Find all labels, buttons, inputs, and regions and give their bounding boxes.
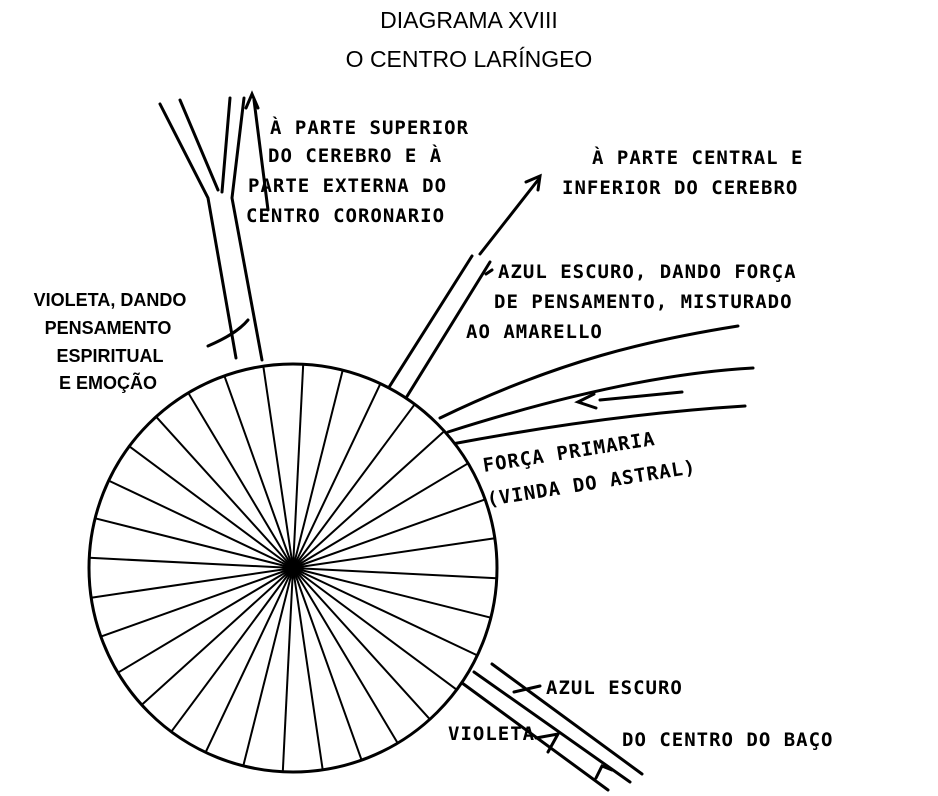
label-primary-force: FORÇA PRIMARIA (VINDA DO ASTRAL) <box>481 428 697 511</box>
lower-channel-middle <box>472 670 632 784</box>
channel-lines <box>158 90 755 792</box>
violet-channel-right-edge <box>230 96 264 362</box>
wheel-spoke <box>292 567 497 580</box>
diagram-subtitle: O CENTRO LARÍNGEO <box>345 46 593 72</box>
wheel-spoke <box>292 403 416 569</box>
label-top-left-line-1: À PARTE SUPERIOR <box>270 116 469 139</box>
wheel-spoke <box>281 567 294 772</box>
wheel-spoke <box>108 479 294 569</box>
wheel-spoke <box>292 567 399 744</box>
lower-channel-arrowhead <box>594 764 614 780</box>
wheel-spoke <box>292 430 445 569</box>
wheel-spoke <box>292 383 382 569</box>
primary-force-arrow <box>598 390 684 402</box>
wheel-spoke <box>141 567 294 706</box>
label-dark-blue-yellow-line-3: AO AMARELLO <box>466 321 603 343</box>
dark-blue-pointer <box>512 684 542 694</box>
wheel-spoke <box>292 567 492 619</box>
label-violet-left-line-1: VIOLETA, DANDO <box>34 290 187 310</box>
diagram-title: DIAGRAMA XVIII <box>380 7 558 33</box>
label-violet-left-line-3: ESPIRITUAL <box>56 346 163 366</box>
label-dark-blue-yellow: AZUL ESCURO, DANDO FORÇA DE PENSAMENTO, … <box>466 261 797 343</box>
wheel-centre <box>285 560 301 576</box>
dark-blue-yellow-pointer <box>484 268 494 276</box>
violet-channel-arrow <box>244 90 260 110</box>
wheel-spoke <box>292 567 324 770</box>
wheel-spoke <box>155 416 294 569</box>
label-dark-blue-yellow-line-2: DE PENSAMENTO, MISTURADO <box>494 291 793 313</box>
wheel-spoke <box>292 567 458 691</box>
upper-right-thin-line <box>478 178 540 256</box>
violet-channel-left-edge <box>158 102 238 360</box>
lower-channel-outer <box>456 678 610 792</box>
wheel-spoke <box>262 366 294 569</box>
label-dark-blue: AZUL ESCURO <box>546 677 683 699</box>
primary-force-curve-3 <box>450 404 747 446</box>
force-wheel <box>87 362 499 774</box>
wheel-spoke <box>292 369 344 569</box>
wheel-spoke <box>204 567 294 753</box>
wheel-spoke <box>117 567 294 674</box>
primary-force-arrowhead <box>574 392 598 410</box>
wheel-spoke <box>292 537 495 569</box>
wheel-spoke <box>91 567 294 599</box>
label-violet-left-line-4: E EMOÇÃO <box>59 372 157 393</box>
wheel-spoke <box>94 517 294 569</box>
wheel-spoke <box>292 498 486 569</box>
lower-channel-inner <box>490 662 644 776</box>
primary-force-curve-1 <box>438 324 740 420</box>
label-violet: VIOLETA <box>448 723 535 745</box>
label-top-left-line-4: CENTRO CORONARIO <box>246 205 445 227</box>
label-violet-left: VIOLETA, DANDO PENSAMENTO ESPIRITUAL E E… <box>34 290 187 393</box>
label-top-left-line-3: PARTE EXTERNA DO <box>248 175 447 197</box>
label-top-right-line-2: INFERIOR DO CEREBRO <box>562 177 798 199</box>
label-top-left-line-2: DO CEREBRO E À <box>268 144 442 167</box>
violet-lower-pointer <box>534 731 561 754</box>
wheel-spoke <box>89 556 294 569</box>
upper-right-arrowhead <box>524 173 542 192</box>
wheel-spoke <box>292 567 363 761</box>
wheel-spoke <box>242 567 294 767</box>
wheel-spoke <box>292 364 305 569</box>
label-top-right-line-1: À PARTE CENTRAL E <box>592 146 803 169</box>
label-dark-blue-yellow-line-1: AZUL ESCURO, DANDO FORÇA <box>498 261 797 283</box>
violet-channel-fork-inner <box>220 96 232 194</box>
wheel-spoke <box>128 445 294 569</box>
wheel-spokes <box>89 364 497 772</box>
upper-right-channel-right <box>404 260 492 400</box>
wheel-spoke <box>292 462 469 569</box>
wheel-spoke <box>170 567 294 733</box>
upper-right-channel-left <box>384 254 474 394</box>
label-top-left: À PARTE SUPERIOR DO CEREBRO E À PARTE EX… <box>246 116 469 227</box>
wheel-spoke <box>292 567 431 720</box>
wheel-spoke <box>223 375 294 569</box>
wheel-spoke <box>187 392 294 569</box>
wheel-spoke <box>292 567 478 657</box>
label-violet-left-line-2: PENSAMENTO <box>45 318 172 338</box>
violet-channel-top-pointer <box>252 98 270 212</box>
violet-channel-fork-outer <box>178 98 220 192</box>
primary-force-curve-2 <box>446 366 755 434</box>
label-top-right: À PARTE CENTRAL E INFERIOR DO CEREBRO <box>562 146 803 199</box>
label-from-spleen: DO CENTRO DO BAÇO <box>622 729 833 751</box>
violet-left-pointer <box>206 318 250 348</box>
wheel-spoke <box>100 567 294 638</box>
